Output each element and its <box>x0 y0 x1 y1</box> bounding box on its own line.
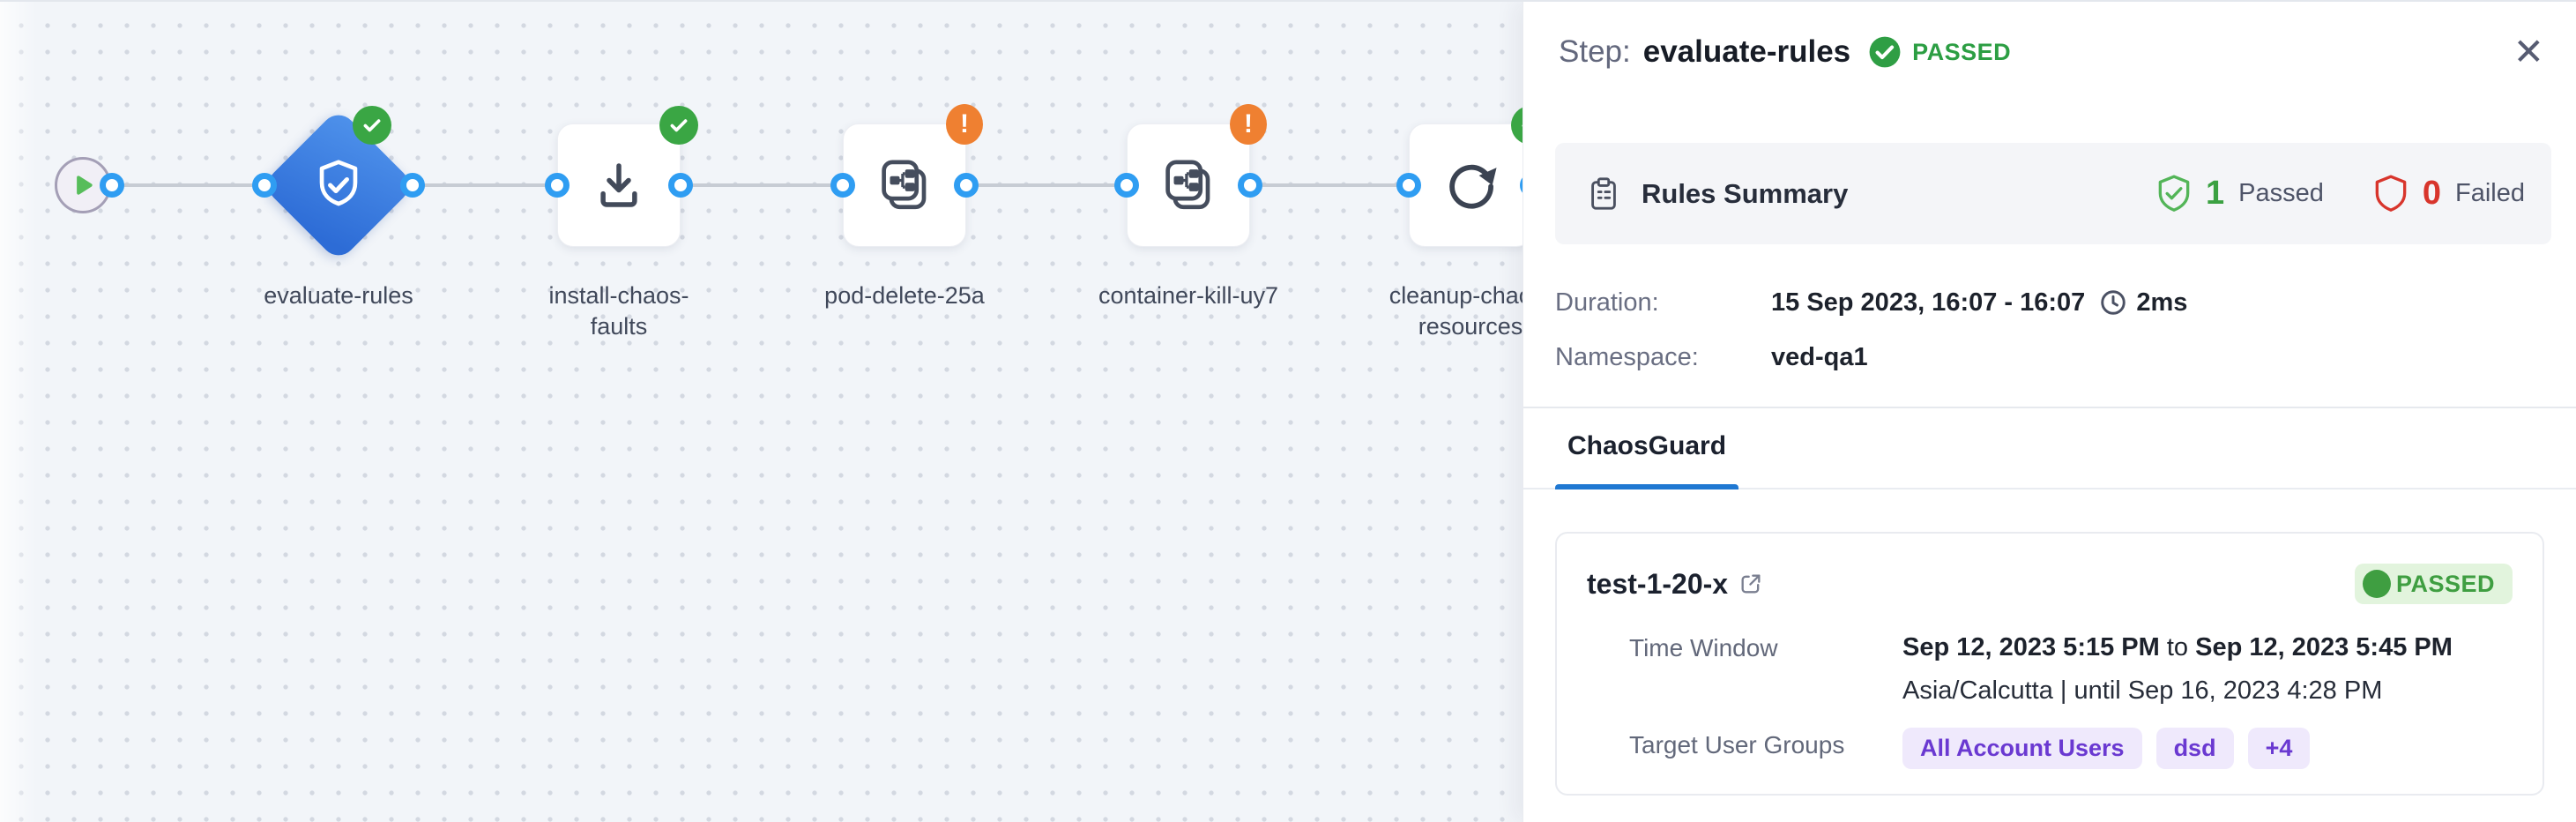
user-group-chips: All Account Users dsd +4 <box>1902 728 2311 769</box>
step-details: Duration: 15 Sep 2023, 16:07 - 16:07 2ms… <box>1523 244 2576 375</box>
node-cleanup-chaos-resources[interactable] <box>1409 123 1523 247</box>
chaosguard-rule-card: test-1-20-x PASSED Time Window <box>1555 532 2544 796</box>
panel-header: Step: evaluate-rules PASSED ✕ <box>1523 2 2576 71</box>
port-evaluate-out <box>400 173 425 198</box>
node-label-container-kill-uy7: container-kill-uy7 <box>1056 280 1321 311</box>
node-label-line: install-chaos- <box>548 282 689 309</box>
passed-count: 1 <box>2205 175 2225 212</box>
pipeline-start-node[interactable] <box>55 157 111 213</box>
time-to: Sep 12, 2023 5:45 PM <box>2195 633 2453 661</box>
user-group-chip: All Account Users <box>1902 728 2142 769</box>
exclamation-icon: ! <box>1244 109 1253 138</box>
user-group-chip-more[interactable]: +4 <box>2247 728 2311 769</box>
port-start-out <box>100 173 124 198</box>
port-pod-delete-in <box>830 173 855 198</box>
time-from: Sep 12, 2023 5:15 PM <box>1902 633 2160 661</box>
port-container-kill-out <box>1238 173 1262 198</box>
clock-icon <box>2099 288 2127 317</box>
node-label-cleanup-chaos-resources: cleanup-chaos- resources <box>1338 280 1523 342</box>
duration-range: 15 Sep 2023, 16:07 - 16:07 <box>1771 288 2086 317</box>
step-details-panel: Step: evaluate-rules PASSED ✕ Rules Summ… <box>1523 2 2576 822</box>
duration-value: 15 Sep 2023, 16:07 - 16:07 2ms <box>1771 285 2187 320</box>
check-circle-icon <box>1868 35 1902 69</box>
refresh-icon <box>1441 156 1500 214</box>
step-name: evaluate-rules <box>1642 34 1851 69</box>
failed-metric: 0 Failed <box>2370 173 2525 215</box>
target-user-groups-row: Target User Groups All Account Users dsd… <box>1557 728 2542 769</box>
port-cleanup-in <box>1396 173 1421 198</box>
elapsed-time: 2ms <box>2136 288 2188 317</box>
tab-chaosguard[interactable]: ChaosGuard <box>1555 408 1739 489</box>
node-label-evaluate-rules: evaluate-rules <box>206 280 471 311</box>
download-icon <box>590 156 648 214</box>
target-user-groups-label: Target User Groups <box>1629 731 1845 758</box>
node-label-install-chaos-faults: install-chaos- faults <box>487 280 751 342</box>
status-badge-warning: ! <box>1230 104 1267 145</box>
external-link-icon[interactable] <box>1738 572 1763 596</box>
port-container-kill-in <box>1114 173 1139 198</box>
port-install-in <box>545 173 570 198</box>
chaos-fault-icon <box>875 156 934 214</box>
node-label-line: evaluate-rules <box>264 282 413 309</box>
status-badge-passed <box>659 106 698 145</box>
node-evaluate-rules[interactable] <box>261 108 416 263</box>
passed-metric: 1 Passed <box>2153 173 2324 215</box>
check-icon <box>1519 114 1523 137</box>
panel-tabbar: ChaosGuard <box>1523 407 2576 489</box>
step-status-text: PASSED <box>1912 38 2012 65</box>
duration-row: Duration: 15 Sep 2023, 16:07 - 16:07 2ms <box>1555 285 2544 320</box>
close-panel-button[interactable]: ✕ <box>2513 31 2544 72</box>
rules-summary-bar: Rules Summary 1 Passed <box>1555 143 2551 244</box>
failed-count: 0 <box>2422 175 2441 212</box>
check-icon <box>667 114 690 137</box>
status-badge-passed <box>353 106 391 145</box>
status-badge-passed <box>1511 106 1523 145</box>
pipeline-canvas[interactable]: evaluate-rules install-chaos- faults <box>0 2 1523 822</box>
pipeline-edge <box>85 183 1523 187</box>
shield-check-icon <box>308 154 369 216</box>
rule-card-header: test-1-20-x PASSED <box>1557 564 2542 604</box>
namespace-row: Namespace: ved-qa1 <box>1555 340 2544 375</box>
time-window-range: Sep 12, 2023 5:15 PM to Sep 12, 2023 5:4… <box>1902 631 2453 664</box>
shield-red-icon <box>2370 173 2412 215</box>
time-window-row: Time Window Sep 12, 2023 5:15 PM to Sep … <box>1557 631 2542 706</box>
status-dot-icon <box>2362 570 2391 598</box>
time-join: to <box>2166 633 2189 661</box>
chaos-fault-icon <box>1159 156 1217 214</box>
shield-check-green-icon <box>2153 173 2195 215</box>
node-container-kill-uy7[interactable] <box>1127 123 1250 247</box>
step-label: Step: <box>1559 34 1631 69</box>
timezone-line: Asia/Calcutta | until Sep 16, 2023 4:28 … <box>1902 676 2383 705</box>
user-group-chip: dsd <box>2155 728 2234 769</box>
passed-label: Passed <box>2238 179 2324 207</box>
port-evaluate-in <box>252 173 277 198</box>
node-label-line: resources <box>1418 313 1523 340</box>
node-label-line: cleanup-chaos- <box>1389 282 1523 309</box>
time-window-value: Sep 12, 2023 5:15 PM to Sep 12, 2023 5:4… <box>1902 631 2453 706</box>
rule-status-text: PASSED <box>2395 570 2495 597</box>
port-install-out <box>668 173 693 198</box>
failed-label: Failed <box>2455 179 2525 207</box>
namespace-label: Namespace: <box>1555 343 1699 371</box>
rules-summary-metrics: 1 Passed 0 Failed <box>2153 173 2525 215</box>
rules-summary-title: Rules Summary <box>1642 177 1849 209</box>
node-pod-delete-25a[interactable] <box>843 123 966 247</box>
time-window-label: Time Window <box>1629 634 1778 661</box>
namespace-value: ved-qa1 <box>1771 343 1868 371</box>
node-install-chaos-faults[interactable] <box>557 123 681 247</box>
rule-status-badge: PASSED <box>2354 564 2513 604</box>
check-icon <box>361 114 383 137</box>
play-icon <box>70 172 96 198</box>
node-label-pod-delete-25a: pod-delete-25a <box>772 280 1037 311</box>
duration-label: Duration: <box>1555 288 1659 317</box>
exclamation-icon: ! <box>960 109 969 138</box>
node-label-line: container-kill-uy7 <box>1098 282 1279 309</box>
node-label-line: pod-delete-25a <box>824 282 985 309</box>
status-badge-warning: ! <box>946 104 983 145</box>
port-pod-delete-out <box>954 173 979 198</box>
node-label-line: faults <box>590 313 648 340</box>
clipboard-icon <box>1585 176 1622 213</box>
rule-name: test-1-20-x <box>1587 567 1729 600</box>
